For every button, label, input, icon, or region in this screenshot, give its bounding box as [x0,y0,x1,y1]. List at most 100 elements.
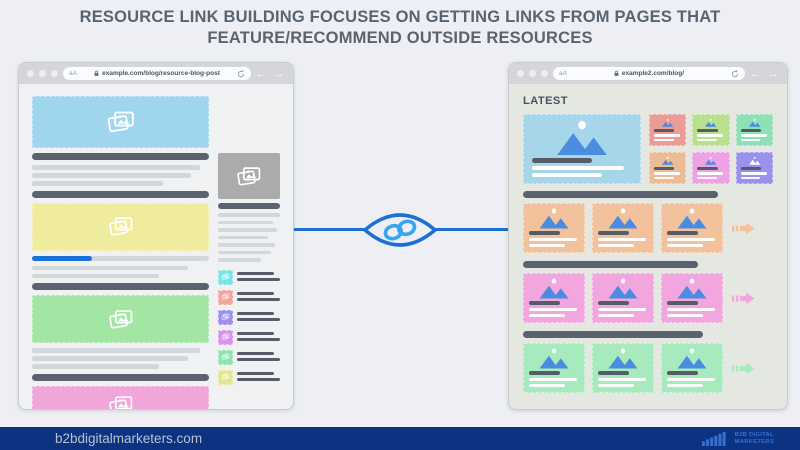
text-line [598,313,634,317]
right-browser-chrome: aA example2.com/blog/ ← → [509,63,787,84]
article-card[interactable] [523,203,585,253]
article-card[interactable] [692,152,730,184]
text-line [32,173,192,178]
related-post-item[interactable] [218,369,280,385]
category-section [523,191,773,253]
mountains-icon [667,348,717,369]
card-title-bar [654,129,675,133]
headline-bar [32,190,209,198]
article-card[interactable] [692,114,730,146]
mountains-icon [654,156,681,165]
mountains-icon [529,208,579,229]
window-maximize-button[interactable] [541,70,548,77]
text-line [218,235,268,239]
related-post-item[interactable] [218,289,280,305]
related-post-item[interactable] [218,309,280,325]
sidebar-column [218,153,280,397]
more-arrow-button[interactable] [732,221,755,236]
photo-icon [107,308,135,331]
outbound-resource-link[interactable] [32,255,93,261]
paragraph-lines [32,265,209,278]
article-card[interactable] [661,343,723,393]
brand-logo-text: B2B DIGITAL MARKETERS [735,432,774,445]
text-line [529,313,565,317]
window-close-button[interactable] [27,70,34,77]
article-card[interactable] [649,114,687,146]
thumbnail-photo-icon [218,369,233,385]
footer-bar: b2bdigitalmarketers.com B2B DIGITAL MARK… [0,427,800,450]
refresh-button[interactable] [731,69,739,78]
related-post-item[interactable] [218,349,280,365]
text-line [740,176,761,179]
more-arrow-button[interactable] [732,361,755,376]
text-line [237,297,280,301]
text-line [218,258,262,262]
paragraph-lines [32,165,209,186]
mountains-icon [697,156,724,165]
text-line [598,243,634,247]
text-line [740,138,761,141]
text-line [237,377,280,381]
mountains-icon [741,156,768,165]
photo-icon [107,215,135,238]
url-bar[interactable]: aA example.com/blog/resource-blog-post [63,67,251,80]
lock-icon [94,70,99,77]
window-close-button[interactable] [517,70,524,77]
section-card-row [523,273,773,323]
text-line [740,172,767,175]
sidebar-image-placeholder [218,153,280,199]
card-title-bar [529,231,560,235]
article-card[interactable] [661,273,723,323]
url-text: example2.com/blog/ [621,70,685,77]
thumbnail-photo-icon [218,309,233,325]
window-minimize-button[interactable] [39,70,46,77]
section-headline-bar [523,261,698,268]
window-maximize-button[interactable] [51,70,58,77]
thumbnail-photo-icon [218,349,233,365]
connector-lens [362,213,438,247]
mountains-icon [598,278,648,299]
text-line [667,307,715,311]
window-minimize-button[interactable] [529,70,536,77]
text-size-control[interactable]: aA [559,70,567,77]
related-post-item[interactable] [218,329,280,345]
photo-icon [105,109,137,135]
left-browser-window: aA example.com/blog/resource-blog-post ←… [18,62,294,410]
text-size-control[interactable]: aA [69,70,77,77]
article-card[interactable] [592,273,654,323]
text-line [32,181,163,186]
text-line [598,383,634,387]
text-line [598,237,646,241]
thumbnail-photo-icon [218,289,233,305]
url-bar[interactable]: aA example2.com/blog/ [553,67,745,80]
website-url-text: b2bdigitalmarketers.com [55,431,203,446]
left-page-content [19,84,293,409]
article-card[interactable] [649,152,687,184]
article-card[interactable] [735,152,773,184]
text-line [218,228,277,232]
right-browser-window: aA example2.com/blog/ ← → LATEST [508,62,788,410]
article-card[interactable] [661,203,723,253]
refresh-button[interactable] [237,69,245,78]
featured-article-card[interactable] [523,114,641,184]
chain-link-icon [383,219,417,241]
more-arrow-button[interactable] [732,291,755,306]
mountains-icon [667,208,717,229]
back-button[interactable]: ← [750,67,761,80]
thumbnail-photo-icon [218,329,233,345]
text-line [32,364,160,369]
related-post-item[interactable] [218,269,280,285]
forward-button[interactable]: → [274,67,285,80]
text-line [237,277,280,281]
article-card[interactable] [592,203,654,253]
page-title: RESOURCE LINK BUILDING FOCUSES ON GETTIN… [0,7,800,49]
article-card[interactable] [592,343,654,393]
article-card[interactable] [523,273,585,323]
card-title-bar [532,158,592,163]
mountains-icon [667,278,717,299]
logo-line-1: B2B DIGITAL [734,432,774,439]
article-card[interactable] [523,343,585,393]
forward-button[interactable]: → [768,67,779,80]
back-button[interactable]: ← [256,67,267,80]
article-card[interactable] [735,114,773,146]
